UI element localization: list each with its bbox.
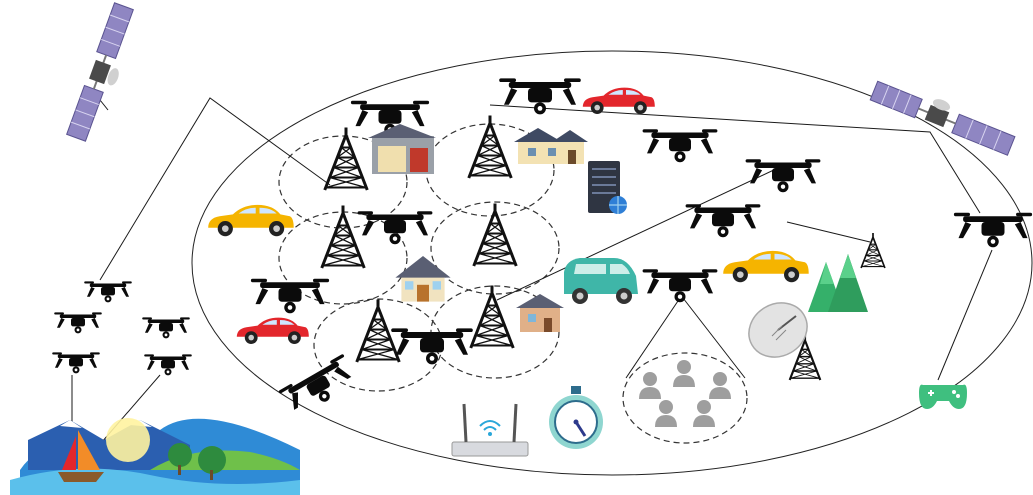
server-icon bbox=[588, 161, 627, 214]
drone-icon bbox=[685, 204, 761, 238]
satellite-dish-icon bbox=[748, 302, 808, 358]
satellite-icon bbox=[66, 2, 134, 142]
link-line bbox=[625, 297, 681, 379]
person-icon bbox=[673, 360, 695, 387]
landscape-icon bbox=[10, 418, 300, 495]
person-icon bbox=[639, 372, 661, 399]
drone-icon bbox=[391, 328, 473, 365]
drone-icon bbox=[499, 78, 581, 115]
drone-icon bbox=[642, 269, 718, 303]
house-icon bbox=[395, 256, 451, 302]
cell-tower-icon bbox=[323, 126, 369, 192]
drone-icon bbox=[144, 354, 192, 376]
drone-icon bbox=[745, 159, 821, 193]
person-icon bbox=[693, 400, 715, 427]
house-icon bbox=[514, 128, 588, 164]
house-icon bbox=[516, 294, 564, 332]
cell-tower-icon bbox=[472, 202, 518, 268]
drone-icon bbox=[54, 312, 102, 334]
drone-icon bbox=[357, 211, 433, 245]
person-icon bbox=[709, 372, 731, 399]
car-icon bbox=[582, 87, 655, 114]
person-icon bbox=[655, 400, 677, 427]
link-line bbox=[99, 97, 331, 281]
car-icon bbox=[723, 250, 809, 283]
drone-icon bbox=[250, 278, 330, 314]
drone-icon bbox=[52, 352, 100, 374]
cell-area bbox=[430, 201, 560, 295]
cell-tower-icon bbox=[320, 204, 366, 270]
gamepad-icon bbox=[919, 384, 967, 409]
cell-tower-icon bbox=[860, 232, 886, 269]
drone-icon bbox=[84, 281, 132, 303]
link-line bbox=[489, 104, 981, 214]
communication-links bbox=[71, 94, 993, 470]
boat-icon bbox=[58, 430, 104, 482]
car-icon bbox=[208, 204, 294, 237]
link-line bbox=[937, 249, 993, 381]
link-line bbox=[496, 167, 779, 301]
drone-icon bbox=[953, 212, 1033, 248]
cell-area bbox=[278, 135, 408, 229]
wifi-router-icon bbox=[451, 403, 529, 457]
link-line bbox=[786, 221, 871, 243]
drone-icon bbox=[142, 317, 190, 339]
people-group bbox=[639, 360, 731, 427]
car-icon bbox=[564, 258, 638, 304]
cell-area bbox=[622, 352, 748, 444]
link-line bbox=[682, 297, 746, 379]
coverage-region bbox=[191, 50, 1033, 476]
satellite-icon bbox=[869, 80, 1016, 156]
drone-icon bbox=[642, 129, 718, 163]
stopwatch-icon bbox=[549, 386, 603, 449]
house-icon bbox=[368, 124, 436, 174]
mountain-icon bbox=[808, 254, 868, 312]
car-icon bbox=[236, 317, 309, 344]
